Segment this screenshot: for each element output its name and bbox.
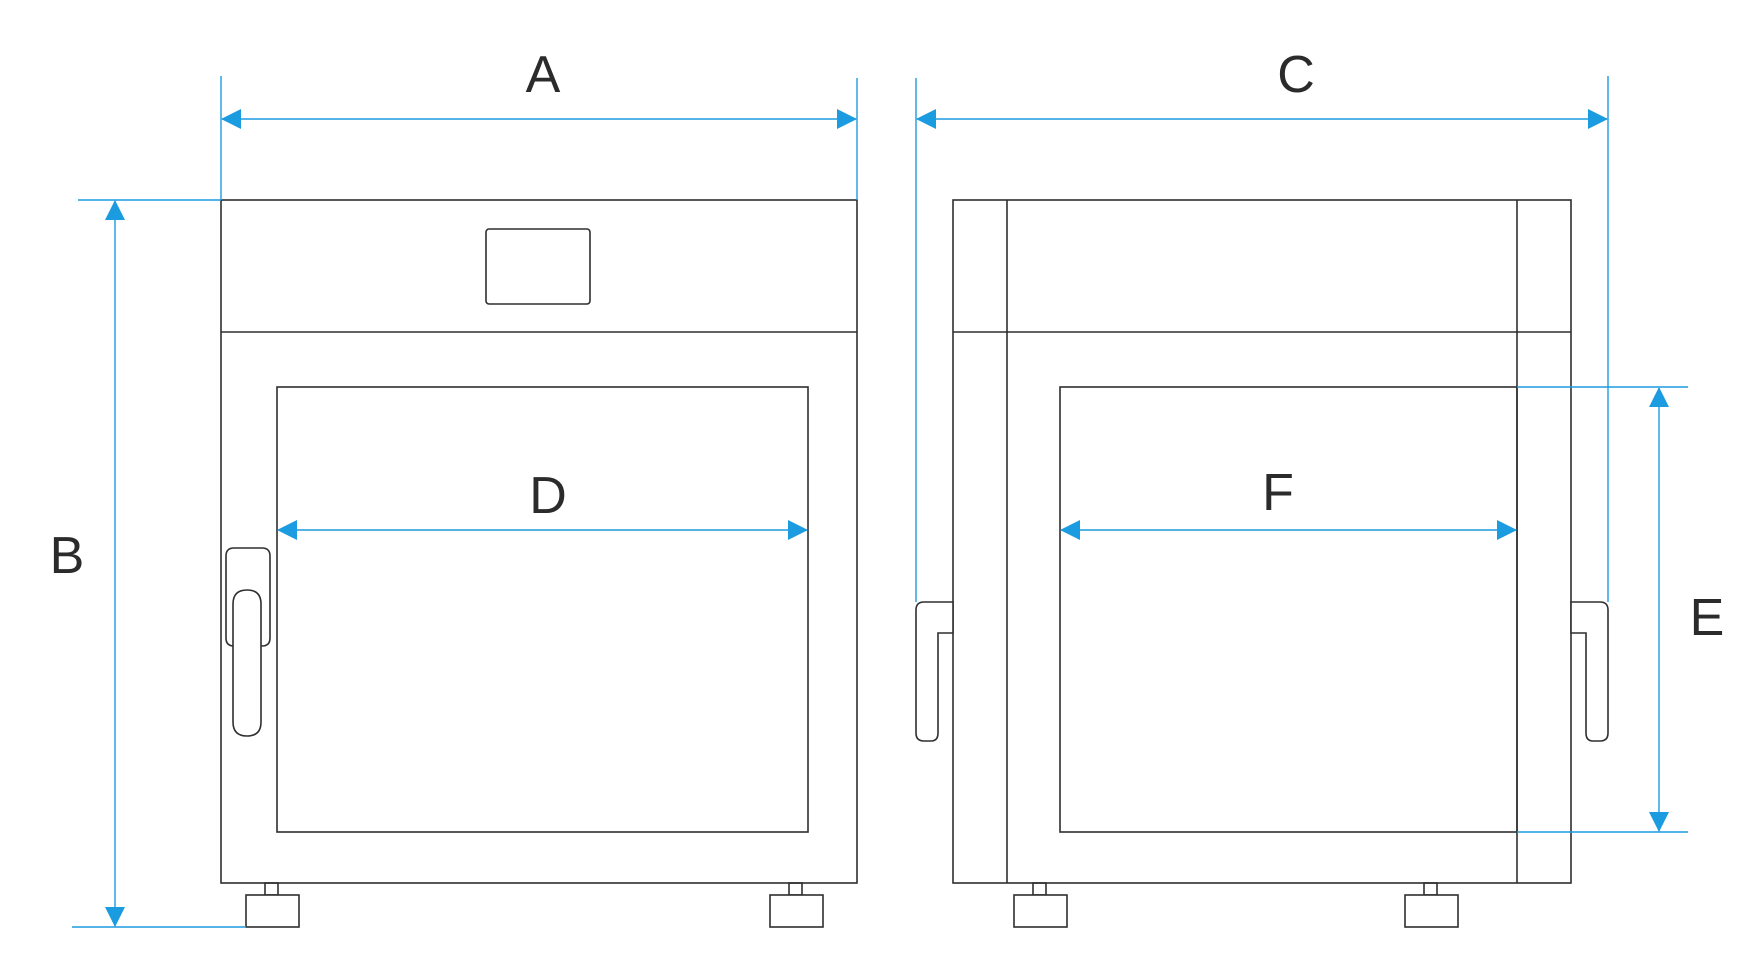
dimension-f: F	[1060, 464, 1517, 540]
dimension-d: D	[277, 467, 808, 540]
side-left-foot	[1013, 882, 1068, 928]
dimension-f-label: F	[1262, 464, 1294, 522]
front-cabinet-body	[220, 199, 858, 884]
dimension-c-label: C	[1277, 46, 1315, 104]
dimension-a: A	[220, 46, 858, 200]
door-handle	[225, 547, 271, 737]
control-display-screen	[485, 228, 591, 305]
dimension-e-label: E	[1690, 589, 1725, 647]
dimension-d-label: D	[529, 467, 567, 525]
dimension-b-label: B	[50, 527, 85, 585]
front-left-foot	[245, 882, 300, 928]
front-view	[220, 199, 858, 928]
side-right-foot	[1404, 882, 1459, 928]
interior-chamber	[1059, 386, 1518, 833]
dimension-e: E	[1517, 386, 1725, 833]
left-side-handle	[915, 601, 954, 742]
front-right-foot	[769, 882, 824, 928]
side-view	[915, 199, 1609, 928]
dimension-a-label: A	[526, 46, 561, 104]
front-door-window	[276, 386, 809, 833]
dimension-b: B	[50, 199, 246, 928]
dimension-c: C	[915, 46, 1609, 602]
right-side-handle	[1570, 601, 1609, 742]
side-cabinet-body	[952, 199, 1572, 884]
